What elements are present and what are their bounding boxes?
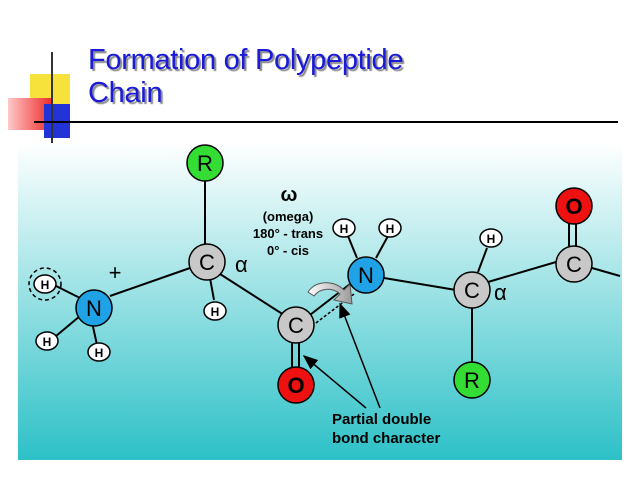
- pointer-arrow-carbonyl: [302, 355, 367, 409]
- svg-text:H: H: [340, 222, 349, 236]
- partial-line1: Partial double: [332, 411, 431, 428]
- pointer-arrow-bond: [339, 302, 381, 409]
- svg-text:H: H: [41, 278, 50, 292]
- slide-title-line1: Formation of Polypeptide: [88, 44, 404, 76]
- bond-calpha1-h: [209, 277, 215, 301]
- atom-c-alpha2: C: [453, 271, 491, 309]
- svg-text:C: C: [288, 313, 304, 338]
- svg-text:C: C: [199, 250, 215, 275]
- bond-n2-h-b: [375, 235, 389, 259]
- partial-double-annotation: Partial double bond character: [302, 302, 441, 447]
- omega-line3: 0° - cis: [267, 243, 309, 258]
- alpha1-label: α: [235, 252, 248, 277]
- bond-n1-h-a: [55, 315, 81, 337]
- atom-h-n1-b: H: [87, 342, 111, 362]
- deco-vertical-line: [51, 52, 53, 144]
- alpha2-label: α: [494, 280, 507, 305]
- plus-sign: +: [109, 260, 122, 285]
- bond-n2-h-a: [347, 235, 358, 259]
- atom-h-circled: H: [28, 267, 62, 301]
- omega-line2: 180° - trans: [253, 226, 323, 241]
- svg-text:H: H: [487, 232, 496, 246]
- bond-n2-calpha2: [383, 277, 457, 291]
- atom-c-alpha1: C: [188, 243, 226, 281]
- bond-c2-continuation: [591, 267, 621, 277]
- svg-text:N: N: [86, 296, 102, 321]
- atom-r1: R: [186, 144, 224, 182]
- atom-c-carbonyl1: C: [277, 306, 315, 344]
- bond-partial-double-dashed: [311, 293, 355, 327]
- partial-line2: bond character: [332, 430, 441, 447]
- atom-h-calpha1: H: [203, 301, 227, 321]
- title-rule: [34, 121, 618, 123]
- diagram-background: [18, 143, 622, 460]
- atom-n1: N: [75, 289, 113, 327]
- bonds: [53, 180, 621, 372]
- atom-n2: N: [347, 256, 385, 294]
- svg-text:R: R: [197, 151, 213, 176]
- slide-title: Formation of Polypeptide Chain: [88, 44, 608, 110]
- svg-text:H: H: [95, 346, 104, 360]
- atom-o2: O: [555, 187, 593, 225]
- omega-annotation: ω (omega) 180° - trans 0° - cis: [253, 184, 323, 258]
- omega-symbol: ω: [281, 184, 298, 206]
- svg-text:C: C: [464, 278, 480, 303]
- slide-title-line2: Chain: [88, 77, 163, 109]
- bond-n1-calpha1: [109, 267, 191, 297]
- rotation-arrow-icon: [307, 282, 353, 305]
- atom-h-n1-a: H: [35, 331, 59, 351]
- svg-text:N: N: [358, 263, 374, 288]
- svg-text:O: O: [565, 194, 582, 219]
- bond-calpha2-h: [477, 247, 488, 273]
- svg-text:H: H: [211, 305, 220, 319]
- bond-calpha1-ccarbonyl1: [219, 273, 285, 316]
- svg-text:O: O: [287, 373, 304, 398]
- svg-text:H: H: [386, 222, 395, 236]
- atom-h-n2-b: H: [378, 218, 402, 238]
- svg-text:C: C: [566, 252, 582, 277]
- omega-line1: (omega): [263, 209, 314, 224]
- atom-r2: R: [453, 361, 491, 399]
- bond-calpha2-ccarbonyl2: [487, 261, 557, 283]
- atom-c-carbonyl2: C: [555, 245, 593, 283]
- atom-h-calpha2: H: [479, 228, 503, 248]
- svg-text:R: R: [464, 368, 480, 393]
- atom-o1: O: [277, 366, 315, 404]
- atom-h-n2-a: H: [332, 218, 356, 238]
- svg-text:H: H: [43, 335, 52, 349]
